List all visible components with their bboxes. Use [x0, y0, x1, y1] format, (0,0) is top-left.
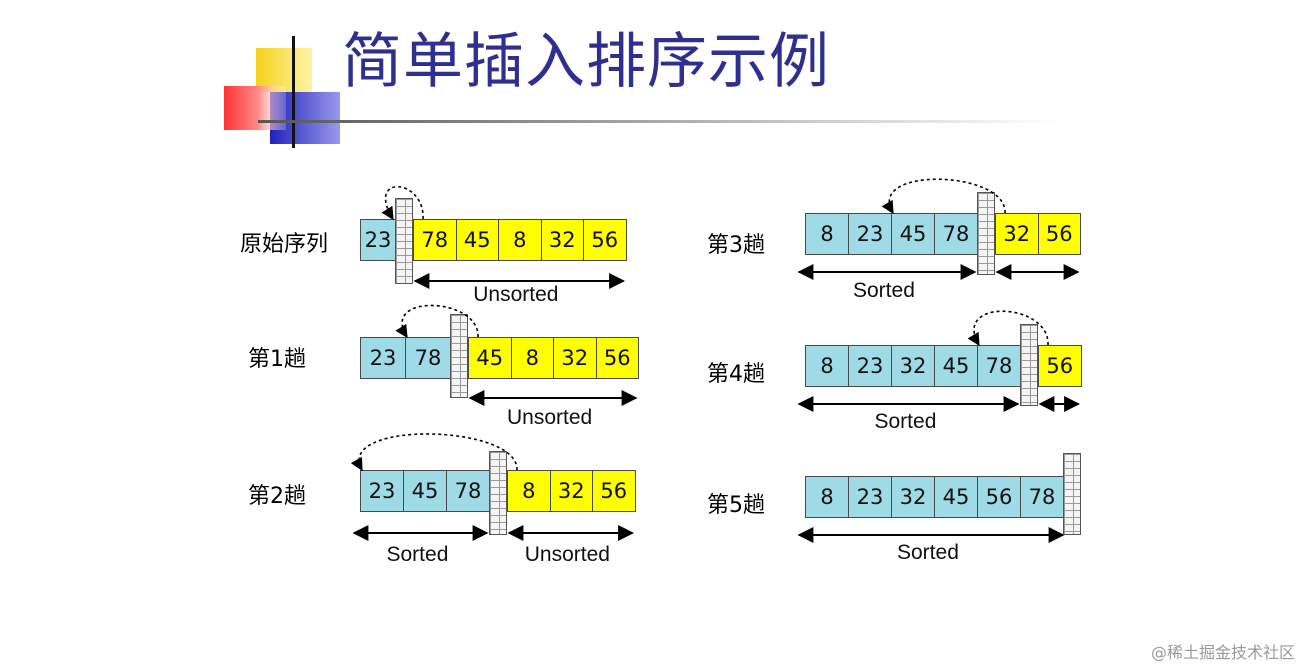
- horizontal-rule: [258, 120, 1058, 123]
- yellow-square: [256, 48, 312, 92]
- unsorted-cell: 8: [498, 219, 542, 261]
- sorted-range-label: Sorted: [897, 541, 959, 564]
- unsorted-cell: 78: [413, 219, 457, 261]
- watermark: @稀土掘金技术社区: [1150, 643, 1295, 662]
- vertical-line: [292, 36, 295, 148]
- unsorted-cell: 45: [468, 337, 512, 379]
- unsorted-cell: 56: [583, 219, 627, 261]
- insert-arrow: [395, 304, 479, 339]
- partition-wall: [977, 192, 995, 275]
- partition-wall: [450, 314, 468, 398]
- unsorted-cell: 8: [510, 337, 554, 379]
- sorted-range-label: Sorted: [386, 543, 449, 566]
- sorted-cell: 23: [848, 213, 892, 255]
- partition-wall: [489, 451, 507, 535]
- unsorted-cell: 56: [592, 470, 636, 512]
- sorted-cell: 23: [360, 337, 406, 379]
- row-label: 第4趟: [707, 362, 765, 387]
- row-label: 第3趟: [707, 233, 765, 258]
- unsorted-cell: 32: [549, 470, 593, 512]
- sorted-cell: 23: [848, 345, 892, 387]
- partition-wall: [1063, 453, 1081, 535]
- page-title: 简单插入排序示例: [342, 27, 830, 97]
- partition-wall: [395, 198, 413, 284]
- unsorted-range-label: Unsorted: [507, 406, 593, 429]
- sorted-range-label: Sorted: [874, 410, 937, 433]
- insert-arrow: [381, 186, 424, 221]
- sorted-cell: 78: [977, 345, 1021, 387]
- row-label: 第1趟: [248, 347, 306, 372]
- unsorted-range-label: Unsorted: [524, 543, 610, 566]
- unsorted-cell: 45: [455, 219, 499, 261]
- unsorted-cell: 56: [1037, 213, 1081, 255]
- sorted-cell: 56: [977, 476, 1021, 518]
- unsorted-cell: 56: [595, 337, 639, 379]
- sorted-cell: 45: [934, 476, 978, 518]
- sorted-cell: 78: [405, 337, 451, 379]
- insert-arrow: [350, 433, 518, 472]
- title-decoration: [224, 36, 1058, 148]
- sorted-cell: 32: [891, 476, 935, 518]
- insert-arrow: [967, 310, 1049, 347]
- unsorted-cell: 32: [553, 337, 597, 379]
- row-label: 第5趟: [707, 493, 765, 518]
- sorted-cell: 45: [934, 345, 978, 387]
- sorted-cell: 23: [848, 476, 892, 518]
- sorted-cell: 23: [360, 219, 396, 261]
- insert-arrow: [881, 178, 1006, 215]
- sorted-cell: 45: [403, 470, 447, 512]
- sorted-cell: 8: [805, 213, 849, 255]
- unsorted-cell: 32: [540, 219, 584, 261]
- row-label: 原始序列: [240, 232, 329, 257]
- sorted-cell: 78: [1020, 476, 1064, 518]
- unsorted-cell: 8: [507, 470, 551, 512]
- row-label: 第2趟: [248, 484, 306, 509]
- partition-wall: [1020, 324, 1038, 406]
- unsorted-cell: 32: [995, 213, 1039, 255]
- sorted-range-label: Sorted: [853, 279, 915, 302]
- unsorted-cell: 56: [1038, 345, 1082, 387]
